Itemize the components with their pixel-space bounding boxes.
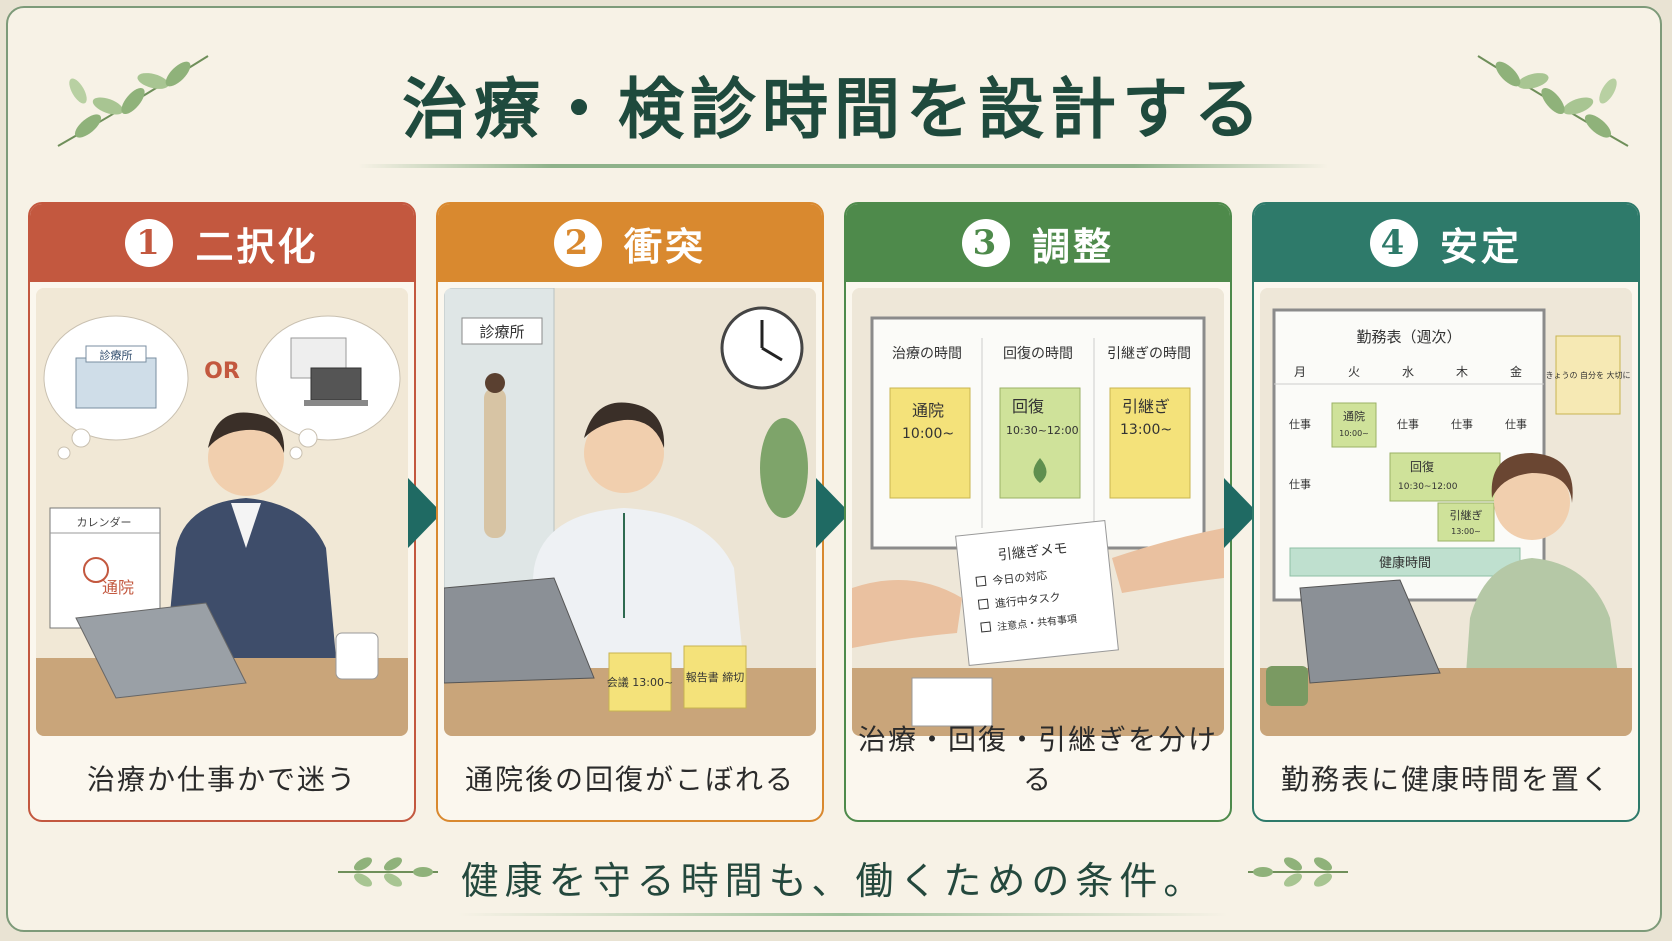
step-card-3: 3 調整 治療の時間 回復の時間 引継ぎの時間 通院 10:00~ 回復 10:… <box>844 202 1232 822</box>
step-number-3: 3 <box>961 219 1010 267</box>
infographic-frame: 治療・検診時間を設計する 1 二択化 診療所 OR <box>6 6 1662 932</box>
title-underline <box>358 164 1328 168</box>
step-illustration-2: 診療所 会議 13:00~ 報告書 締切 <box>444 288 816 736</box>
block-recovery-time: 10:30~12:00 <box>1398 482 1458 492</box>
step-label-2: 衝突 <box>623 224 706 269</box>
step-illustration-1: 診療所 OR カレンダー 通 <box>36 288 408 736</box>
step-header-4: 4 安定 <box>1254 204 1638 282</box>
step-illustration-3: 治療の時間 回復の時間 引継ぎの時間 通院 10:00~ 回復 10:30~12… <box>852 288 1224 736</box>
board-header-handover: 引継ぎの時間 <box>1107 346 1191 362</box>
note-recovery-title: 回復 <box>1012 397 1044 416</box>
block-recovery-title: 回復 <box>1410 459 1434 474</box>
clinic-sign-text-2: 診療所 <box>479 323 524 341</box>
note-handover-time: 13:00~ <box>1120 422 1172 438</box>
tagline: 健康を守る時間も、働くための条件。 <box>460 859 1208 903</box>
leaf-sprig-bottom-right-icon <box>1248 857 1348 887</box>
note-recovery-time: 10:30~12:00 <box>1006 424 1079 437</box>
memo-item-1: 今日の対応 <box>992 568 1048 588</box>
or-text: OR <box>204 359 240 384</box>
note-handover-title: 引継ぎ <box>1122 397 1170 416</box>
board-header-recovery: 回復の時間 <box>1003 345 1073 362</box>
step-number-1: 1 <box>125 219 174 267</box>
step-card-4: 4 安定 勤務表（週次） 月 火 水 木 金 仕事 仕事 仕事 仕事 仕事 <box>1252 202 1640 822</box>
note-treatment-title: 通院 <box>912 401 944 420</box>
health-time-bar: 健康時間 <box>1379 555 1431 571</box>
step-number-4: 4 <box>1369 219 1418 267</box>
arrow-right-icon <box>816 478 850 548</box>
step-caption-2: 通院後の回復がこぼれる <box>464 763 795 796</box>
step-label-3: 調整 <box>1031 224 1114 269</box>
day-fri: 金 <box>1510 364 1522 379</box>
arrow-right-icon <box>1224 478 1258 548</box>
step-card-2: 2 衝突 診療所 <box>436 202 824 822</box>
step-caption-1: 治療か仕事かで迷う <box>86 763 357 796</box>
step-caption-3: 治療・回復・引継ぎを分ける <box>857 723 1218 796</box>
step-caption-4: 勤務表に健康時間を置く <box>1280 763 1611 796</box>
sticky-note-self-care: きょうの 自分を 大切に <box>1545 370 1630 380</box>
day-tue: 火 <box>1348 365 1360 379</box>
work-cell-mon-2: 仕事 <box>1289 478 1311 491</box>
leaf-sprig-left-icon <box>57 55 209 147</box>
step-label-1: 二択化 <box>195 224 319 269</box>
leaf-sprig-bottom-left-icon <box>338 857 438 887</box>
sticky-note-report: 報告書 締切 <box>686 670 745 684</box>
sticky-note-meeting: 会議 13:00~ <box>607 675 673 689</box>
work-cell-wed: 仕事 <box>1397 418 1419 431</box>
block-handover-time: 13:00~ <box>1451 527 1481 536</box>
block-handover-title: 引継ぎ <box>1450 508 1483 522</box>
note-treatment-time: 10:00~ <box>902 426 954 442</box>
day-wed: 水 <box>1402 365 1414 379</box>
calendar-mark-text: 通院 <box>102 578 134 597</box>
step-header-3: 3 調整 <box>846 204 1230 282</box>
clinic-sign-text: 診療所 <box>100 348 133 362</box>
arrow-right-icon <box>408 478 442 548</box>
tagline-underline <box>458 913 1228 916</box>
schedule-title: 勤務表（週次） <box>1356 328 1461 346</box>
work-cell-mon: 仕事 <box>1289 418 1311 431</box>
step-label-4: 安定 <box>1439 224 1522 269</box>
block-treatment-time: 10:00~ <box>1339 429 1369 438</box>
step-illustration-4: 勤務表（週次） 月 火 水 木 金 仕事 仕事 仕事 仕事 仕事 通院 10:0… <box>1260 288 1632 736</box>
work-cell-fri: 仕事 <box>1505 418 1527 431</box>
block-treatment-title: 通院 <box>1343 409 1365 423</box>
step-card-1: 1 二択化 診療所 OR <box>28 202 416 822</box>
board-header-treatment: 治療の時間 <box>892 345 962 362</box>
step-number-2: 2 <box>553 219 602 267</box>
day-thu: 木 <box>1456 365 1468 379</box>
step-header-1: 1 二択化 <box>30 204 414 282</box>
calendar-title: カレンダー <box>77 515 132 529</box>
day-mon: 月 <box>1294 365 1306 379</box>
step-header-2: 2 衝突 <box>438 204 822 282</box>
work-cell-thu: 仕事 <box>1451 418 1473 431</box>
memo-title: 引継ぎメモ <box>997 541 1068 564</box>
page-title: 治療・検診時間を設計する <box>402 70 1266 148</box>
leaf-sprig-right-icon <box>1477 55 1629 147</box>
